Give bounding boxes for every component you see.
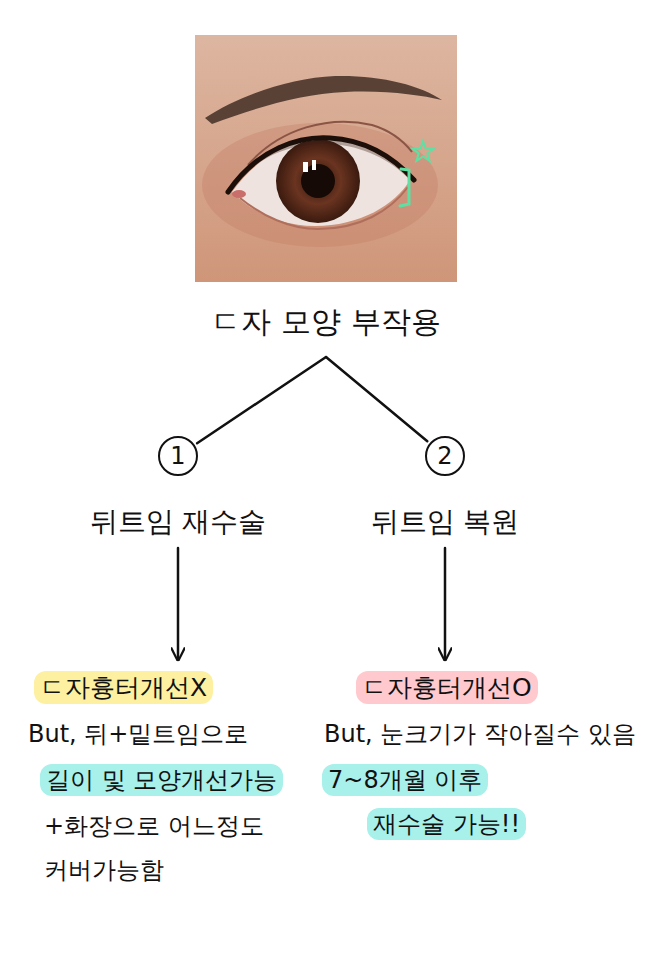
arrow-connector (177, 548, 180, 660)
highlight (303, 162, 308, 172)
inner-corner (232, 190, 246, 198)
branch-line (326, 357, 427, 441)
note-line: 7~8개월 이후 재수술 가능!! (322, 758, 526, 846)
highlighted-text: 길이 및 모양개선가능 (40, 764, 283, 796)
lash-line (228, 138, 414, 192)
note-line: ㄷ자흉터개선X (34, 666, 318, 710)
branch-label: 뒤트임 재수술 (86, 504, 271, 540)
highlighted-text: 7~8개월 이후 재수술 가능!! (322, 764, 526, 840)
note-line: But, 뒤+밑트임으로 (28, 712, 318, 756)
lower-lid (240, 187, 408, 229)
highlight (312, 160, 316, 170)
note-text: But, 눈크기가 작아질수 있음 (324, 720, 636, 748)
eyebrow (205, 76, 442, 124)
arrow-connector (444, 548, 447, 660)
bracket-mark (400, 169, 409, 206)
note-line: ㄷ자흉터개선O (356, 666, 646, 710)
skin (195, 35, 457, 282)
callout-number: 1 (170, 444, 185, 468)
lid-shadow (228, 140, 414, 192)
note-line: 길이 및 모양개선가능 (40, 758, 318, 802)
branch-line (197, 357, 326, 443)
highlighted-text: ㄷ자흉터개선O (356, 671, 538, 704)
star-mark (413, 141, 434, 161)
branch-node: 2 뒤트임 복원 (367, 436, 524, 540)
note-line: But, 눈크기가 작아질수 있음 (324, 712, 646, 756)
root-title: ㄷ자 모양 부작용 (199, 301, 452, 357)
branch-node: 1 뒤트임 재수술 (86, 436, 271, 540)
highlighted-text: ㄷ자흉터개선X (34, 671, 213, 704)
note-text: But, 뒤+밑트임으로 (28, 720, 248, 748)
number-circle: 2 (425, 436, 465, 476)
number-circle: 1 (158, 436, 198, 476)
iris (276, 139, 360, 223)
note-line: +화장으로 어느정도 커버가능함 (44, 804, 332, 892)
note-text: +화장으로 어느정도 커버가능함 (44, 812, 264, 884)
callout-number: 2 (437, 444, 452, 468)
branch-label: 뒤트임 복원 (367, 504, 524, 540)
title-text: ㄷ자 모양 부작용 (211, 303, 440, 341)
result-box: ㄷ자흉터개선O But, 눈크기가 작아질수 있음 7~8개월 이후 재수술 가능!… (320, 666, 646, 848)
result-box: ㄷ자흉터개선X But, 뒤+밑트임으로길이 및 모양개선가능 +화장으로 어느정도… (28, 666, 318, 894)
